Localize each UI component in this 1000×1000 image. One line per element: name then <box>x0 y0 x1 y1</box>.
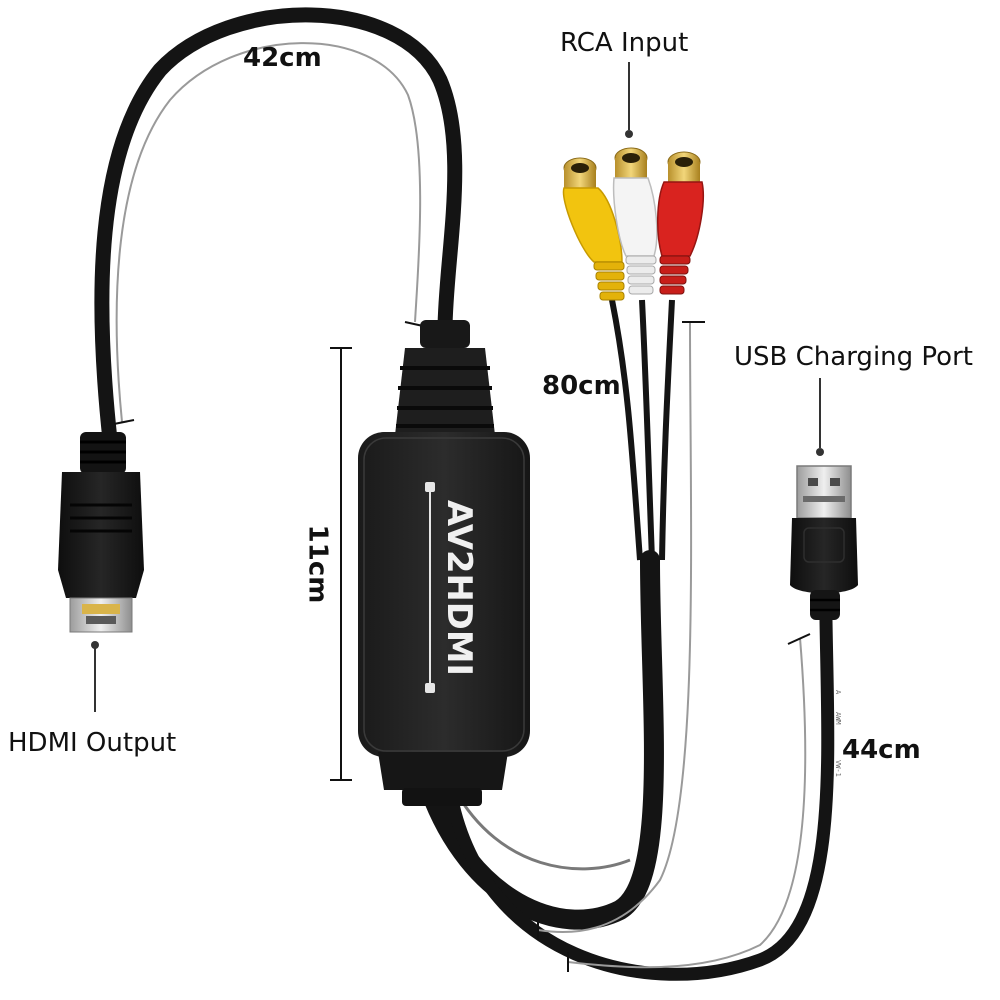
rca-connector-yellow <box>562 157 625 301</box>
rca-connector-white <box>612 147 658 295</box>
usb-plug <box>790 465 858 620</box>
usb-cable-length-label: 44cm <box>842 735 921 765</box>
svg-text:AWM: AWM <box>834 712 842 725</box>
measure-hdmi-length <box>113 42 424 425</box>
measure-rca-length <box>537 321 705 940</box>
rca-connector-red <box>656 151 705 295</box>
device-brand-text: AV2HDMI <box>439 500 479 676</box>
svg-text:VW-1: VW-1 <box>834 760 842 777</box>
hdmi-output-label: HDMI Output <box>8 728 177 758</box>
hdmi-cable <box>94 7 463 448</box>
hdmi-cable-length-label: 42cm <box>243 43 322 73</box>
converter-box: AV2HDMI <box>358 320 530 806</box>
box-height-label: 11cm <box>302 524 333 604</box>
callout-pointer-usb <box>816 378 824 456</box>
callout-pointer-hdmi <box>91 641 99 712</box>
rca-input-label: RCA Input <box>560 28 689 58</box>
hdmi-plug <box>58 432 144 633</box>
usb-cable: A AWM VW-1 <box>443 613 842 981</box>
measure-box-height <box>330 347 352 781</box>
rca-cable-length-label: 80cm <box>542 371 621 401</box>
svg-text:A: A <box>834 690 842 695</box>
usb-charging-port-label: USB Charging Port <box>734 342 973 372</box>
callout-pointer-rca <box>625 62 633 138</box>
measure-usb-length <box>567 633 811 972</box>
